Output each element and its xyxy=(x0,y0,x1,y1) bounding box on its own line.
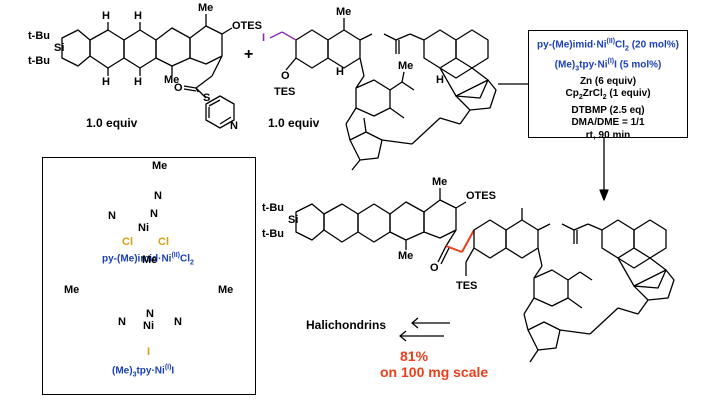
otes-label: OTES xyxy=(232,20,262,32)
n-label: N xyxy=(174,316,182,328)
h-label: H xyxy=(102,10,110,22)
plus-sign: + xyxy=(244,46,254,63)
cl-label: Cl xyxy=(158,236,169,248)
t-bu-label: t-Bu xyxy=(28,55,50,67)
n-label: N xyxy=(150,208,158,220)
zirconocene-reagent: Cp2ZrCl2 (1 equiv) xyxy=(565,88,651,102)
catalyst2-name: (Me)3tpy·Ni(I)I xyxy=(112,364,175,379)
me-label: Me xyxy=(218,284,234,296)
me-label: Me xyxy=(64,284,80,296)
cl-label: Cl xyxy=(122,236,133,248)
me-label: Me xyxy=(198,2,214,14)
catalyst1-name: py-(Me)imid·Ni(II)Cl2 xyxy=(102,252,194,267)
tes-label: TES xyxy=(274,86,296,98)
iodide-label: I xyxy=(147,346,151,358)
n-label: N xyxy=(108,210,116,222)
me-label: Me xyxy=(398,250,414,262)
me-label: Me xyxy=(142,254,158,266)
catalyst-box xyxy=(42,157,256,395)
right-equiv: 1.0 equiv xyxy=(268,116,320,130)
carbonyl-o-label: O xyxy=(430,262,439,274)
reactant-right-structure xyxy=(269,18,497,171)
catalyst2-loading: (Me)3tpy·Ni(I)I (5 mol%) xyxy=(554,57,662,73)
me-label: Me xyxy=(432,176,448,188)
me-label: Me xyxy=(152,160,168,172)
me-label: Me xyxy=(164,74,180,86)
t-bu-label: t-Bu xyxy=(28,30,50,42)
h-label: H xyxy=(336,66,344,78)
target-name: Halichondrins xyxy=(306,318,387,332)
h-label: H xyxy=(134,10,142,22)
product-structure xyxy=(295,188,675,363)
catalyst1-loading: py-(Me)imid·Ni(II)Cl2 (20 mol%) xyxy=(537,38,679,53)
zn-reagent: Zn (6 equiv) xyxy=(579,75,637,87)
t-bu-label: t-Bu xyxy=(262,228,284,240)
t-bu-label: t-Bu xyxy=(262,202,284,214)
yield-value: 81% xyxy=(400,348,429,364)
ni-label: Ni xyxy=(143,320,154,332)
carbonyl-o-label: O xyxy=(174,82,183,94)
h-label: H xyxy=(134,76,142,88)
left-equiv: 1.0 equiv xyxy=(86,116,138,130)
s-label: S xyxy=(203,92,211,104)
me-label: Me xyxy=(336,6,352,18)
scale-text: on 100 mg scale xyxy=(380,364,489,380)
n-label: N xyxy=(146,308,154,320)
iodo-label: I xyxy=(262,32,266,44)
arrow-down-head xyxy=(599,189,609,201)
h-label: H xyxy=(436,74,444,86)
h-label: H xyxy=(102,76,110,88)
si-label: Si xyxy=(54,42,65,54)
me-label: Me xyxy=(398,60,414,72)
base-reagent: DTBMP (2.5 eq) xyxy=(571,104,645,116)
n-label: N xyxy=(230,120,238,132)
ni-label: Ni xyxy=(138,222,149,234)
conditions-box: py-(Me)imid·Ni(II)Cl2 (20 mol%) (Me)3tpy… xyxy=(528,30,688,141)
n-label: N xyxy=(118,316,126,328)
tes-label: TES xyxy=(456,280,478,292)
n-label: N xyxy=(154,190,162,202)
temp-time: rt, 90 min xyxy=(585,129,631,141)
reactant-left-structure xyxy=(61,14,235,129)
o-label: O xyxy=(281,70,290,82)
solvent: DMA/DME = 1/1 xyxy=(571,117,645,129)
si-label: Si xyxy=(288,214,299,226)
otes-label: OTES xyxy=(466,190,496,202)
